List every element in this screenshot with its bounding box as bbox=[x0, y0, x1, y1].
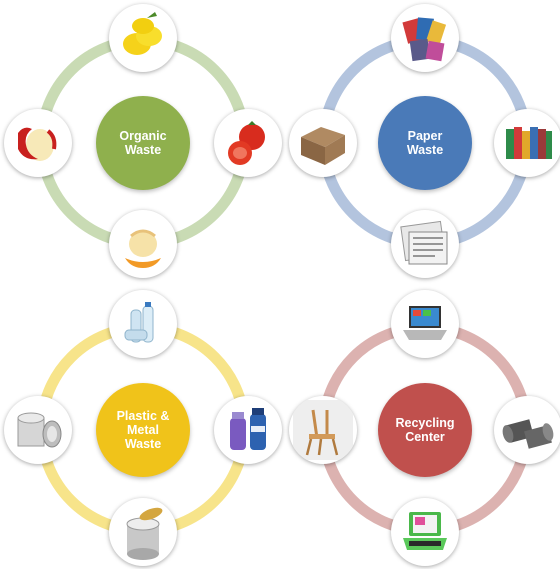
apple-peel-icon bbox=[4, 109, 72, 177]
laptop-icon bbox=[391, 290, 459, 358]
paper-waste-hub: Paper Waste bbox=[378, 96, 472, 190]
peeled-orange-icon bbox=[109, 210, 177, 278]
felt-rolls-icon bbox=[494, 396, 560, 464]
books-icon bbox=[494, 109, 560, 177]
water-bottles-icon bbox=[214, 396, 282, 464]
lemons-icon bbox=[109, 4, 177, 72]
recycling-center-hub: Recycling Center bbox=[378, 383, 472, 477]
green-laptop-icon bbox=[391, 498, 459, 566]
wooden-chair-icon bbox=[289, 396, 357, 464]
cardboard-icon bbox=[289, 109, 357, 177]
newspaper-icon bbox=[391, 210, 459, 278]
tin-can-open-icon bbox=[109, 498, 177, 566]
organic-waste-hub: Organic Waste bbox=[96, 96, 190, 190]
plastic-metal-waste-hub: Plastic & Metal Waste bbox=[96, 383, 190, 477]
plastic-bottles-icon bbox=[109, 290, 177, 358]
tomatoes-icon bbox=[214, 109, 282, 177]
magazines-icon bbox=[391, 4, 459, 72]
tin-can-icon bbox=[4, 396, 72, 464]
